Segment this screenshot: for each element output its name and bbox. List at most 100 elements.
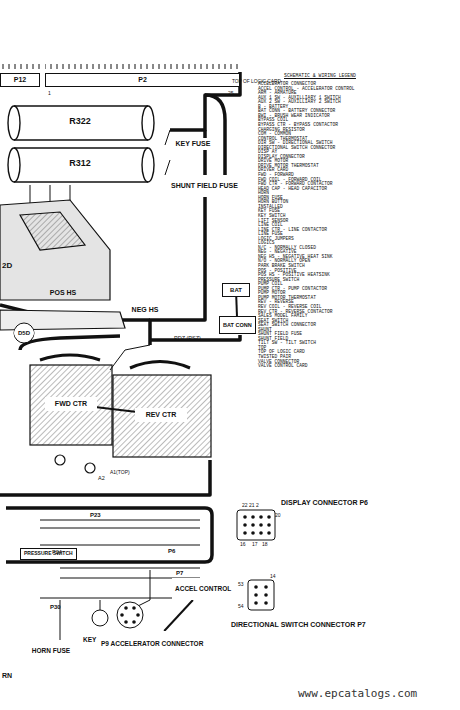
contactor-drawing — [113, 375, 211, 457]
wire-connector — [164, 600, 193, 631]
wire-connector — [236, 297, 238, 316]
wire-connector — [235, 297, 238, 316]
callout-label: P7 — [176, 570, 183, 576]
pin-dots — [124, 620, 128, 624]
wire-harness — [6, 508, 212, 562]
component-box: R322 — [60, 115, 100, 129]
callout-label: 20 — [275, 513, 281, 518]
component-label: PRESSURE SWITCH — [24, 551, 73, 557]
component-label: DIRECTIONAL SWITCH CONNECTOR P7 — [231, 621, 366, 629]
callout-label: P24 — [52, 550, 62, 556]
connector-face — [237, 510, 275, 540]
component-box: PRESSURE SWITCH — [20, 548, 77, 560]
component-box: KEY FUSE — [168, 138, 218, 150]
callout-label: TOP OF LOGIC CARD — [232, 80, 281, 85]
connector-pins — [45, 62, 240, 71]
component-label: NEG HS — [132, 306, 159, 314]
component-box: BAT CONN — [219, 316, 256, 334]
pin-dots — [136, 613, 140, 617]
pin-dots — [251, 515, 255, 519]
callout-label: RN — [2, 672, 12, 679]
wire-harness — [0, 72, 240, 562]
contactor-drawing — [85, 463, 95, 473]
component-label: BAT — [230, 287, 242, 294]
component-label: DISPLAY CONNECTOR P6 — [281, 499, 368, 507]
callout-label: 2D — [2, 262, 12, 270]
component-box: P9 ACCELERATOR CONNECTOR — [98, 631, 206, 657]
component-box: NEG HS — [125, 304, 165, 316]
signal-wires — [110, 345, 150, 370]
component-label: P9 ACCELERATOR CONNECTOR — [101, 640, 203, 647]
connector-face — [117, 602, 143, 628]
callout-label: 54 — [238, 604, 244, 609]
pin-dots — [132, 620, 136, 624]
contactor-drawing — [55, 455, 65, 465]
pin-dots — [254, 585, 258, 589]
component-box: FWD CTR — [45, 397, 97, 411]
pin-dots — [267, 531, 271, 535]
pin-dots — [267, 523, 271, 527]
callout-label: 17 — [252, 542, 258, 547]
pin-dots — [243, 523, 247, 527]
resistor-cylinders — [8, 148, 20, 182]
wire-harness — [0, 460, 210, 495]
pin-dots — [264, 593, 268, 597]
resistor-cylinders — [142, 106, 154, 140]
pin-dots — [267, 515, 271, 519]
component-label: POS HS — [50, 289, 76, 297]
callout-label: P6 — [168, 548, 175, 554]
callout-label: P30 — [50, 604, 61, 610]
component-box: ACCEL CONTROL — [172, 578, 234, 600]
component-box: R312 — [60, 157, 100, 171]
component-box: DIRECTIONAL SWITCH CONNECTOR P7 — [228, 614, 369, 636]
connector-face — [14, 323, 275, 628]
resistor-cylinders — [8, 106, 20, 140]
callout-label: A1(TOP) — [110, 470, 130, 475]
component-box: REV CTR — [135, 408, 187, 422]
callout-label: A2 — [98, 476, 105, 482]
wire-connector — [97, 407, 135, 412]
component-label: BAT CONN — [223, 322, 252, 328]
pin-dots — [120, 613, 124, 617]
component-label: KEY FUSE — [176, 140, 211, 148]
callout-label: 25 — [228, 91, 234, 96]
legend-entry: VALVE CONTROL CARD — [258, 364, 308, 369]
resistor-cylinders — [14, 147, 148, 148]
contactor-drawing — [40, 355, 190, 368]
contactor-drawing — [30, 355, 211, 473]
connector-pins — [0, 62, 240, 71]
resistor-cylinders — [142, 148, 154, 182]
resistor-cylinders — [14, 181, 148, 182]
component-box: BAT — [222, 283, 250, 297]
heatsink-drawing — [20, 212, 85, 250]
component-box: SHUNT FIELD FUSE — [168, 175, 241, 197]
wire-connector — [97, 407, 135, 412]
pin-dots — [243, 531, 247, 535]
contactor-drawing — [30, 365, 112, 445]
heatsink-drawing — [0, 200, 110, 300]
wire-harness — [20, 336, 120, 350]
callout-label: 1 — [48, 91, 51, 96]
pin-dots — [251, 531, 255, 535]
pin-dots — [243, 515, 247, 519]
wire-connector — [164, 600, 193, 631]
resistor-cylinders — [14, 105, 148, 106]
callout-label: 14 — [270, 574, 276, 579]
callout-label: 22 21 2 — [242, 503, 259, 508]
pin-dots — [132, 606, 136, 610]
component-box: HORN FUSE — [28, 645, 74, 656]
pin-dots — [254, 593, 258, 597]
signal-wires — [165, 130, 170, 175]
pin-dots — [251, 523, 255, 527]
component-label: R322 — [69, 117, 91, 127]
component-label: SHUNT FIELD FUSE — [171, 182, 238, 190]
component-box: P12 — [0, 73, 40, 87]
component-label: R312 — [69, 159, 91, 169]
callout-label: 53 — [238, 582, 244, 587]
pin-dots — [259, 523, 263, 527]
pin-dots — [264, 601, 268, 605]
pin-dots — [120, 515, 271, 624]
component-box: P2 — [45, 73, 240, 87]
